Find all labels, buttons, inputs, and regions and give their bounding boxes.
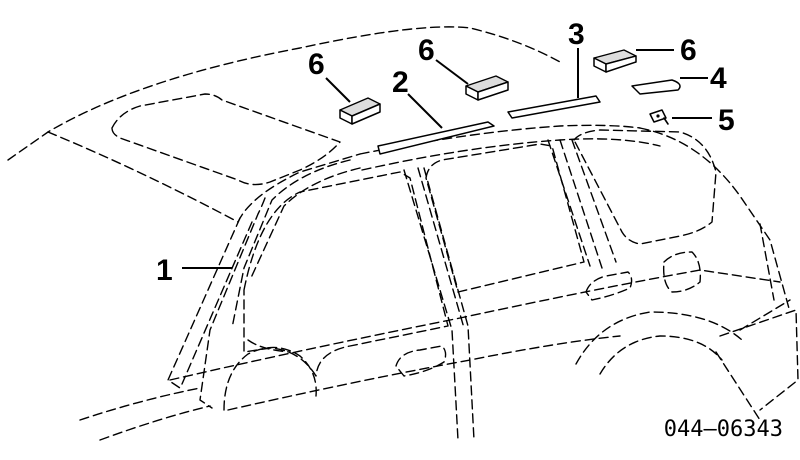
- part-6-spacer-left: [339, 97, 381, 125]
- part-6-spacer-right: [593, 49, 637, 73]
- part-3-moulding-rear: [507, 95, 601, 119]
- callout-5: 5: [718, 104, 735, 137]
- callout-3: 3: [568, 18, 585, 51]
- part-2-moulding-front: [377, 121, 495, 155]
- leader-lines: [182, 48, 712, 269]
- callout-1: 1: [156, 254, 173, 287]
- part-5-clip: [649, 109, 669, 125]
- callout-6-right: 6: [680, 34, 697, 67]
- callout-6-middle: 6: [418, 34, 435, 67]
- callout-2: 2: [392, 66, 409, 99]
- diagram-code: 044–06343: [664, 417, 783, 442]
- vehicle-outline: [7, 26, 799, 441]
- part-4-end-cover: [631, 79, 681, 95]
- callout-4: 4: [710, 62, 727, 95]
- callout-6-left: 6: [308, 48, 325, 81]
- part-6-spacer-middle: [465, 75, 509, 101]
